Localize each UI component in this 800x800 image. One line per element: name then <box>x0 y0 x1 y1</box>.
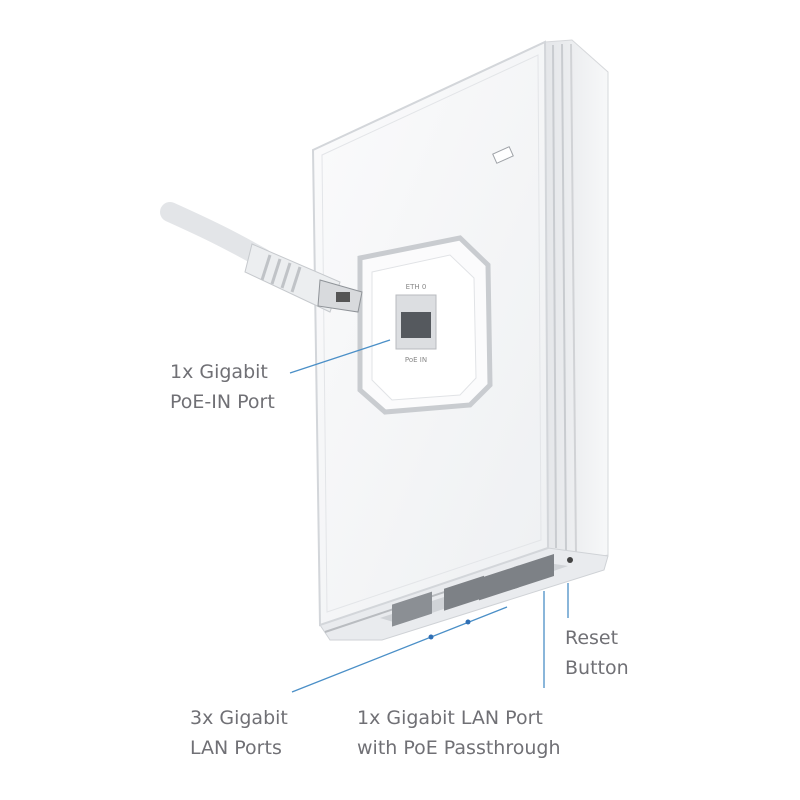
callout-lan-poe-passthrough: 1x Gigabit LAN Port with PoE Passthrough <box>357 703 561 763</box>
callout-poe-in: 1x Gigabit PoE-IN Port <box>170 357 275 417</box>
callout-lan-ports: 3x Gigabit LAN Ports <box>190 703 288 763</box>
lan-port-2 <box>444 575 484 611</box>
callout-line2: PoE-IN Port <box>170 391 275 413</box>
callout-line2: LAN Ports <box>190 737 282 759</box>
callout-line1: 1x Gigabit <box>170 361 268 383</box>
callout-line2: with PoE Passthrough <box>357 737 561 759</box>
ethernet-cable <box>160 202 363 313</box>
leader-line-lan-ports <box>291 606 508 693</box>
port-label-bottom: PoE IN <box>405 356 427 364</box>
callout-line1: 3x Gigabit <box>190 707 288 729</box>
callout-line2: Button <box>565 657 629 679</box>
port-label-top: ETH 0 <box>406 283 427 291</box>
leader-line-poe-in <box>289 339 391 374</box>
reset-hole <box>567 557 573 563</box>
callout-line1: Reset <box>565 627 619 649</box>
leader-dot <box>465 619 471 625</box>
callout-reset-button: Reset Button <box>565 623 629 683</box>
lan-port-1 <box>392 591 432 627</box>
device-side <box>544 39 609 563</box>
led-indicator <box>492 146 514 164</box>
callout-line1: 1x Gigabit LAN Port <box>357 707 543 729</box>
lan-port-3 <box>479 565 519 601</box>
leader-dot <box>428 634 434 640</box>
lan-port-poe-passthrough <box>514 553 554 589</box>
poe-in-plate: ETH 0 PoE IN <box>357 235 493 415</box>
lan-ports-group <box>380 553 573 627</box>
